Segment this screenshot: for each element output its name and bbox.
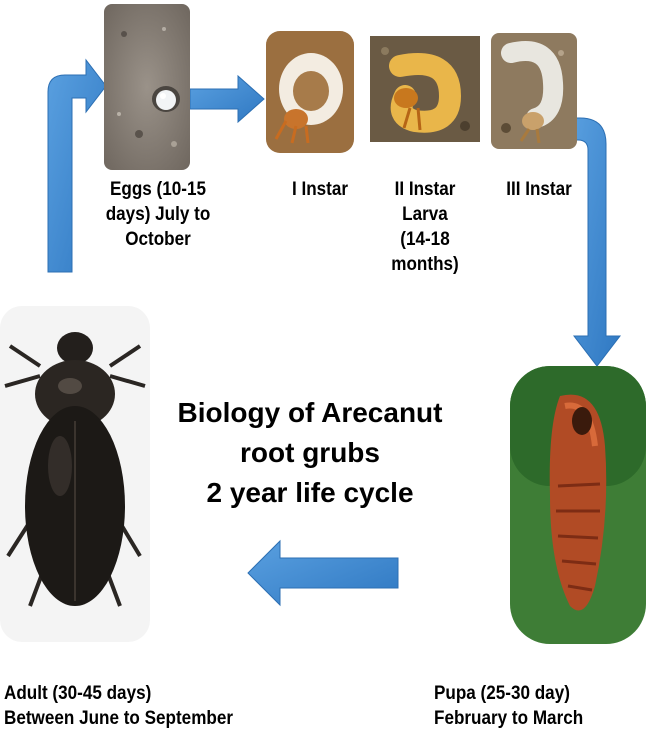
title-line-1: Biology of Arecanut bbox=[160, 393, 460, 433]
instar2-photo bbox=[370, 36, 480, 142]
arrow-eggs-to-instar1 bbox=[190, 76, 264, 122]
egg-photo bbox=[104, 4, 190, 170]
instar3-photo bbox=[491, 33, 577, 149]
diagram-title: Biology of Arecanut root grubs 2 year li… bbox=[160, 393, 460, 513]
eggs-label: Eggs (10-15 days) July to October bbox=[95, 177, 221, 252]
instar3-label: III Instar bbox=[490, 177, 589, 202]
title-line-3: 2 year life cycle bbox=[160, 473, 460, 513]
pupa-label: Pupa (25-30 day) February to March bbox=[434, 681, 583, 731]
adult-label-line-2: Between June to September bbox=[4, 706, 233, 731]
title-line-2: root grubs bbox=[160, 433, 460, 473]
instar1-photo bbox=[266, 31, 354, 153]
pupa-label-line-2: February to March bbox=[434, 706, 583, 731]
arrow-instar3-to-pupa bbox=[568, 118, 620, 366]
instar2-label: II Instar Larva (14-18 months) bbox=[376, 177, 475, 277]
arrow-pupa-to-adult bbox=[248, 541, 398, 605]
pupa-label-line-1: Pupa (25-30 day) bbox=[434, 681, 583, 706]
adult-label: Adult (30-45 days) Between June to Septe… bbox=[4, 681, 233, 731]
adult-label-line-1: Adult (30-45 days) bbox=[4, 681, 233, 706]
instar1-label: I Instar bbox=[275, 177, 365, 202]
adult-beetle-photo bbox=[0, 306, 150, 642]
pupa-photo bbox=[510, 366, 646, 644]
